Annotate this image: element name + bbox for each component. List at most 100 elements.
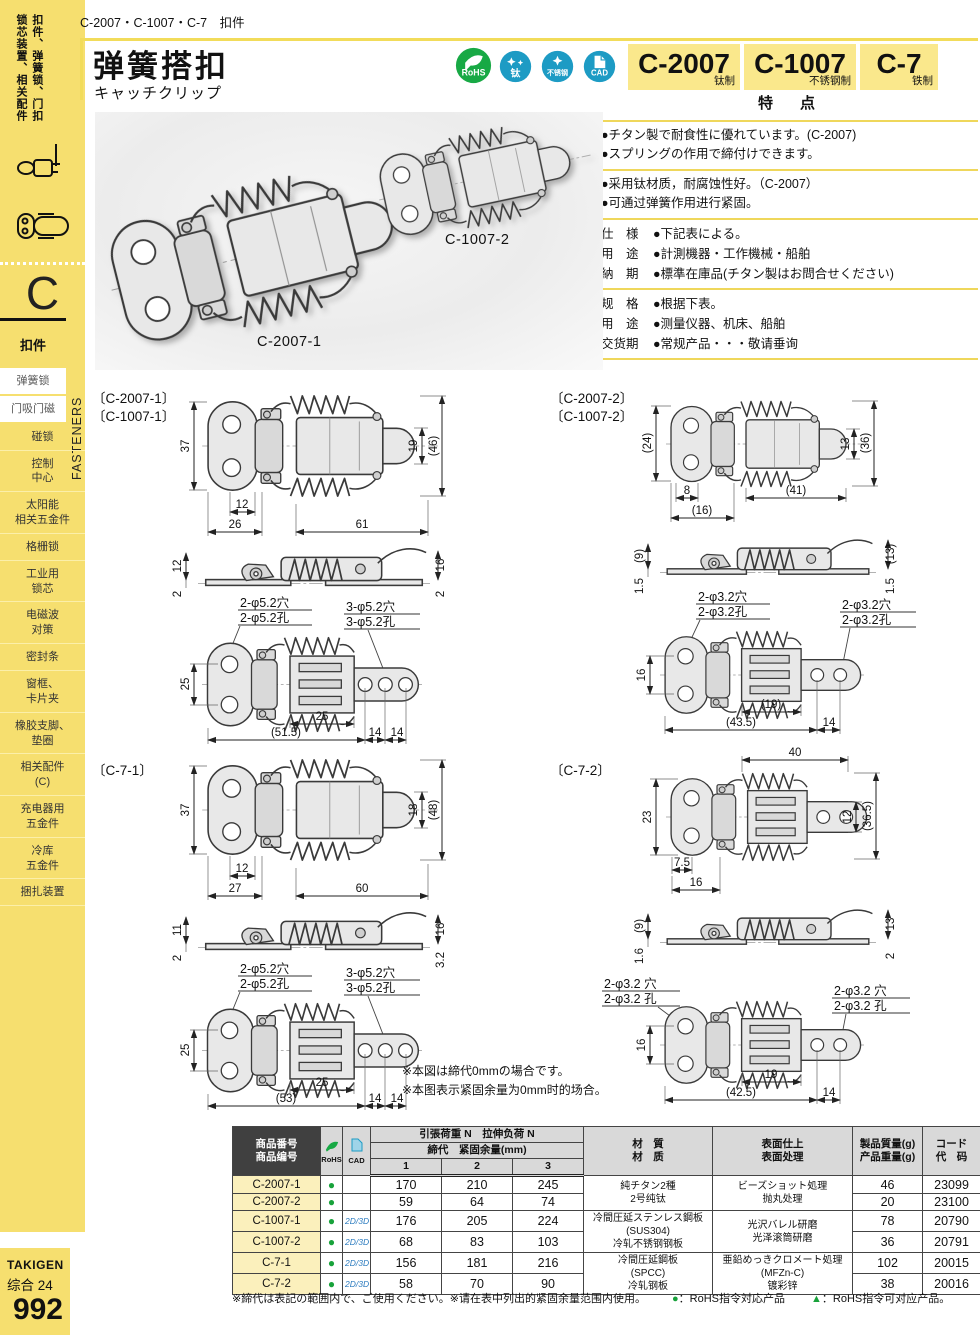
svg-text:14: 14: [391, 727, 404, 739]
svg-text:13: 13: [885, 918, 897, 931]
sidebar-item-industrial-cylinder[interactable]: 工业用 锁芯: [0, 561, 85, 603]
svg-text:不锈钢: 不锈钢: [547, 68, 568, 77]
rohs-legend-1: ●：RoHS指令対応产品: [672, 1293, 785, 1305]
sidebar-background: [0, 0, 85, 1232]
sidebar-item-touch-latch[interactable]: 碰锁: [0, 424, 85, 451]
model-material: 不锈钢制: [809, 75, 851, 87]
col-header-1: 1: [370, 1158, 442, 1178]
svg-text:2-φ5.2孔: 2-φ5.2孔: [240, 611, 290, 625]
sidebar-item-spring-catch[interactable]: 弹簧锁: [0, 368, 66, 396]
svg-text:12: 12: [236, 863, 249, 875]
sidebar-item-cold-storage[interactable]: 冷库 五金件: [0, 838, 85, 880]
col-header-code: コード 代 码: [922, 1125, 980, 1177]
svg-text:2: 2: [435, 591, 447, 597]
svg-text:(16): (16): [692, 505, 713, 517]
drawing-title: C-2007-1C-1007-1: [92, 390, 175, 426]
sidebar-section-fasteners[interactable]: 扣件: [0, 318, 66, 368]
svg-text:37: 37: [180, 440, 192, 453]
svg-text:钛: 钛: [511, 66, 521, 79]
drawing-svg: (24) 13 (36) 8 (16) (41) (9) 1.5 (13) 1.…: [634, 400, 916, 734]
cad-link[interactable]: 2D/3D: [342, 1252, 371, 1275]
svg-text:RoHS: RoHS: [462, 68, 486, 78]
svg-text:2: 2: [172, 591, 184, 597]
svg-text:16: 16: [636, 669, 648, 682]
spec-row-cn: 用 途 ●测量仪器、机床、船舶: [601, 316, 786, 331]
features-panel: 特 点 ●チタン製で耐食性に優れています。(C-2007) ●スプリングの作用で…: [601, 92, 978, 364]
cad-link[interactable]: 2D/3D: [342, 1273, 371, 1296]
svg-text:19: 19: [765, 1069, 778, 1081]
sidebar-item-charger-hardware[interactable]: 充电器用 五金件: [0, 796, 85, 838]
sidebar-item-rubber-feet[interactable]: 橡胶支脚、 垫圈: [0, 713, 85, 755]
svg-text:3-φ5.2穴: 3-φ5.2穴: [346, 599, 396, 614]
sidebar-item-grating-lock[interactable]: 格栅锁: [0, 534, 85, 561]
svg-text:25: 25: [316, 1077, 329, 1089]
col-header-3: 3: [511, 1158, 585, 1178]
spec-row-ja: 仕 様 ●下記表による。: [601, 224, 978, 244]
cad-document-icon: CAD: [583, 50, 616, 83]
sidebar-item-solar-hardware[interactable]: 太阳能 相关五金件: [0, 492, 85, 534]
feature-ja: ●スプリングの作用で締付けできます。: [601, 147, 820, 162]
top-view: [666, 772, 870, 862]
rohs-leaf-icon: RoHS: [455, 47, 492, 84]
sidebar-item-control-center[interactable]: 控制 中心: [0, 451, 85, 493]
drawing-c2007-1: C-2007-1C-1007-1 37 19 (46) 12 26 61 12: [90, 388, 462, 748]
sidebar-item-sealing-strip[interactable]: 密封条: [0, 644, 85, 671]
spec-table-wrap: 商品番号 商品编号 RoHS CAD 引張荷重 N 拉伸负荷 N: [232, 1125, 980, 1296]
top-view: [666, 400, 866, 488]
svg-text:2-φ3.2穴: 2-φ3.2穴: [842, 597, 892, 612]
model-code: C-1007: [754, 48, 846, 79]
cad-badge: CAD: [583, 50, 616, 83]
svg-text:2-φ3.2 穴: 2-φ3.2 穴: [834, 983, 887, 998]
sidebar-item-emi-countermeasure[interactable]: 电磁波 对策: [0, 602, 85, 645]
svg-text:60: 60: [356, 883, 369, 895]
title-frame-top: [80, 38, 978, 41]
svg-text:11: 11: [172, 924, 184, 936]
photo-label-large: C-2007-1: [257, 334, 322, 350]
svg-text:14: 14: [369, 1093, 382, 1105]
svg-text:(13): (13): [885, 544, 897, 565]
cad-link[interactable]: 2D/3D: [342, 1231, 371, 1254]
svg-text:1.5: 1.5: [634, 578, 646, 594]
svg-text:3-φ5.2穴: 3-φ5.2穴: [346, 965, 396, 980]
sidebar-item-window-card-holder[interactable]: 窗框、 卡片夹: [0, 671, 85, 713]
svg-text:25: 25: [316, 711, 329, 723]
svg-text:14: 14: [369, 727, 382, 739]
svg-text:19: 19: [408, 440, 420, 453]
sidebar-item-binding-device[interactable]: 捆扎装置: [0, 879, 85, 907]
svg-text:3-φ5.2孔: 3-φ5.2孔: [346, 615, 396, 629]
title-frame-left: [80, 38, 83, 100]
spec-row-cn: 交货期 ●常规产品・・・敬请垂询: [601, 336, 799, 351]
svg-text:16: 16: [435, 923, 447, 936]
table-row: C-2007-1 ● 170 210 245 純チタン2種 2号纯钛 ビーズショ…: [232, 1175, 980, 1212]
cad-file-icon: [351, 1138, 362, 1152]
sidebar-item-related-parts[interactable]: 相关配件 (C): [0, 754, 85, 797]
rohs-badge: RoHS: [455, 47, 492, 84]
feature-cn: ●采用钛材质，耐腐蚀性好。（C-2007）: [601, 176, 819, 191]
cad-link[interactable]: 2D/3D: [342, 1210, 371, 1233]
spec-label: 仕 様: [601, 226, 639, 241]
cell-material: 純チタン2種 2号纯钛: [583, 1175, 714, 1212]
svg-text:(36.5): (36.5): [862, 801, 874, 831]
side-view: [198, 547, 430, 587]
svg-text:2-φ5.2穴: 2-φ5.2穴: [240, 961, 290, 976]
page-number: 992: [12, 1293, 63, 1326]
sidebar-item-door-catch[interactable]: 门吸门磁: [0, 395, 66, 424]
svg-text:2-φ3.2 孔: 2-φ3.2 孔: [834, 999, 887, 1013]
rohs-dot: ●: [320, 1175, 343, 1195]
side-view: [198, 911, 430, 951]
svg-text:40: 40: [789, 747, 802, 759]
sidebar-vertical-title: 扣件、弹簧锁、门扣 锁芯装置、相关配件: [12, 14, 44, 244]
drawing-c7-1: C-7-1 37 18 (48) 12 27 60 11 2: [90, 752, 462, 1122]
svg-text:(41): (41): [786, 485, 807, 497]
table-footnotes: ※締代は表記の範囲内で、ご使用ください。※请在表中列出的紧固余量范围内使用。 ●…: [232, 1290, 980, 1306]
photo-latch-small: [368, 109, 601, 246]
drawing-svg: 37 18 (48) 12 27 60 11 2 16 3.2 2-φ5.2穴: [172, 759, 447, 1110]
svg-text:(24): (24): [642, 433, 654, 454]
svg-text:14: 14: [823, 1087, 836, 1099]
table-row: C-1007-1 ● 2D/3D 176 205 224 冷間圧延ステンレス鋼板…: [232, 1210, 980, 1254]
cell-finish: ビーズショット処理 抛丸处理: [712, 1175, 854, 1212]
svg-text:14: 14: [823, 717, 836, 729]
page-title: 弹簧搭扣: [93, 49, 229, 84]
stainless-star-icon: 不锈钢: [541, 50, 574, 83]
